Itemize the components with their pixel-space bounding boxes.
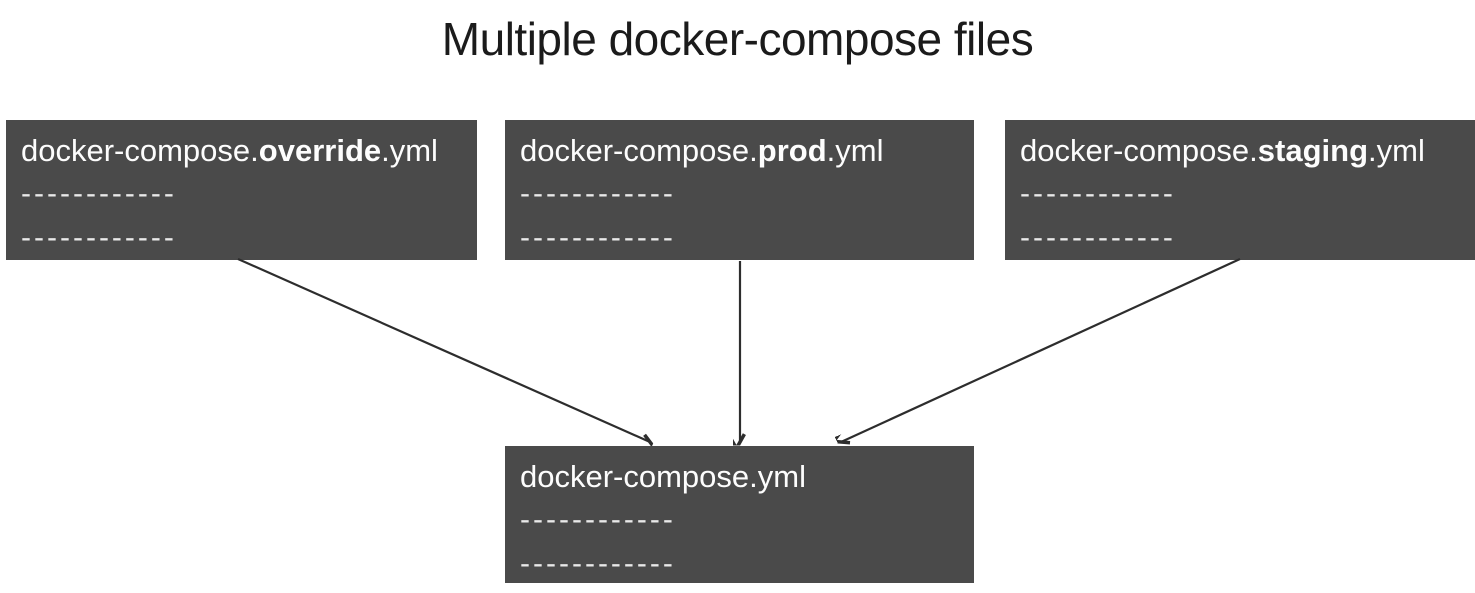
node-label: docker-compose.yml: [520, 457, 959, 498]
dash-row: ------------: [1020, 221, 1176, 255]
label-prefix: docker-compose.yml: [520, 459, 806, 494]
label-suffix: .yml: [1368, 133, 1425, 168]
node-label: docker-compose.staging.yml: [1020, 131, 1460, 172]
node-docker-compose-staging: docker-compose.staging.yml ------------ …: [1005, 120, 1475, 260]
arrow-staging-to-base: [841, 258, 1241, 442]
dash-row: ------------: [1020, 176, 1176, 210]
dash-row: ------------: [21, 176, 177, 210]
dash-row: ------------: [520, 221, 676, 255]
diagram-title: Multiple docker-compose files: [441, 13, 1034, 65]
dash-row: ------------: [21, 221, 177, 255]
dash-row: ------------: [520, 176, 676, 210]
label-suffix: .yml: [826, 133, 884, 168]
node-label: docker-compose.override.yml: [21, 131, 462, 172]
label-bold: override: [258, 133, 382, 168]
dash-row: ------------: [520, 502, 676, 536]
label-bold: prod: [757, 133, 827, 168]
node-docker-compose-prod: docker-compose.prod.yml ------------ ---…: [505, 120, 974, 260]
node-label: docker-compose.prod.yml: [520, 131, 959, 172]
arrow-override-to-base: [237, 257, 650, 442]
node-docker-compose-override: docker-compose.override.yml ------------…: [6, 120, 477, 260]
label-suffix: .yml: [381, 133, 438, 168]
label-bold: staging: [1257, 133, 1369, 168]
label-prefix: docker-compose.: [520, 133, 758, 168]
label-prefix: docker-compose.: [1020, 133, 1258, 168]
dash-row: ------------: [520, 547, 676, 581]
label-prefix: docker-compose.: [21, 133, 259, 168]
node-docker-compose-base: docker-compose.yml ------------ --------…: [505, 446, 974, 583]
